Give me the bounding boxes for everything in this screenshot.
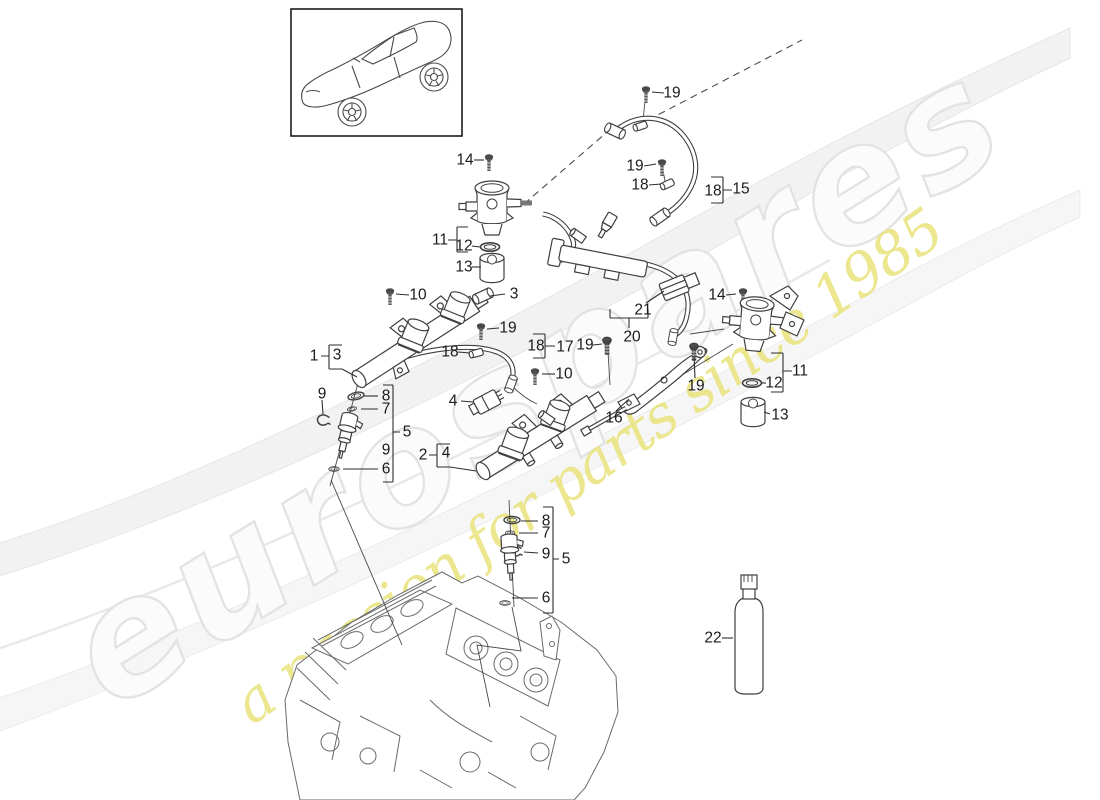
part-label-7-22: 7: [382, 401, 391, 418]
part-label-4-19: 4: [449, 393, 458, 410]
throttle-bores: [463, 635, 549, 693]
part-label-7-37: 7: [542, 525, 551, 542]
callout-brackets: [321, 176, 792, 614]
support-13-right: [740, 396, 766, 428]
part-label-14-0: 14: [456, 152, 474, 169]
car-rear-wheel: [419, 62, 449, 92]
rail-sensor: [537, 410, 556, 427]
sensor-21: [658, 272, 701, 301]
part-label-14-28: 14: [708, 287, 726, 304]
part-label-3-14: 3: [333, 347, 342, 364]
part-label-13-8: 13: [455, 259, 472, 276]
car-front-wheel: [337, 97, 367, 127]
part-label-10-18: 10: [555, 366, 573, 383]
part-label-18-12: 18: [441, 344, 458, 361]
car-body-outline: [301, 20, 452, 108]
high-pressure-pump-right: [719, 285, 805, 428]
fuel-rail-right: [467, 367, 606, 481]
part-label-5-39: 5: [562, 551, 571, 568]
part-label-9-20: 9: [318, 386, 327, 403]
cleaner-bottle-22: [734, 574, 764, 695]
part-label-10-9: 10: [409, 287, 427, 304]
engine-block-drawing: [284, 571, 619, 800]
part-label-21-29: 21: [634, 302, 651, 319]
part-label-22-41: 22: [704, 630, 721, 647]
part-label-9-24: 9: [382, 442, 391, 459]
injector-cup: [439, 291, 471, 325]
fuel-rail-left: [351, 286, 496, 389]
part-label-19-11: 19: [499, 320, 516, 337]
part-label-11-33: 11: [792, 363, 808, 380]
screw-10-left: [385, 287, 395, 306]
part-label-17-16: 17: [556, 339, 573, 356]
part-label-19-2: 19: [626, 158, 643, 175]
manifold-port: [569, 227, 588, 245]
car-thumbnail: [290, 8, 463, 137]
part-label-6-40: 6: [542, 590, 551, 607]
pipe-hardware-top: [641, 85, 676, 192]
part-label-3-10: 3: [510, 286, 519, 303]
o-ring-12-left: [479, 242, 501, 252]
part-label-18-15: 18: [527, 338, 544, 355]
part-label-16-32: 16: [605, 410, 622, 427]
center-manifold: [547, 211, 701, 301]
screw-19-clip: [657, 158, 667, 177]
part-label-13-35: 13: [771, 407, 788, 424]
part-label-2-26: 2: [419, 447, 428, 464]
part-label-19-1: 19: [663, 85, 680, 102]
part-label-6-25: 6: [382, 461, 391, 478]
part-label-12-7: 12: [455, 238, 472, 255]
screw-14-left: [484, 153, 494, 172]
part-label-18-4: 18: [704, 183, 721, 200]
part-label-15-5: 15: [732, 181, 749, 198]
part-label-12-34: 12: [765, 375, 782, 392]
part-label-19-17: 19: [576, 337, 593, 354]
injector-cup: [397, 318, 430, 354]
part-label-1-13: 1: [310, 348, 319, 365]
part-label-9-38: 9: [542, 546, 551, 563]
callout-leaders: [321, 91, 771, 639]
part-label-20-30: 20: [623, 329, 641, 346]
part-label-19-31: 19: [687, 378, 704, 395]
swoosh-line: [0, 258, 831, 650]
connector-4: [467, 389, 505, 416]
part-label-5-23: 5: [403, 424, 412, 441]
swoosh-band-upper: [0, 27, 1071, 577]
car-windows: [360, 27, 418, 65]
part-label-18-3: 18: [631, 177, 648, 194]
part-label-8-21: 8: [382, 388, 391, 405]
part-label-8-36: 8: [542, 513, 551, 530]
injector-cup: [497, 426, 530, 462]
manifold-sensor: [597, 211, 618, 239]
support-13-left: [479, 252, 505, 284]
car-details: [305, 56, 401, 93]
swoosh-band-lower: [0, 189, 1081, 732]
screw-19-top: [641, 85, 651, 104]
support-bracket-16: [579, 336, 708, 437]
rail-nipple: [521, 434, 564, 467]
part-label-11-6: 11: [432, 232, 448, 249]
part-label-4-27: 4: [442, 445, 451, 462]
